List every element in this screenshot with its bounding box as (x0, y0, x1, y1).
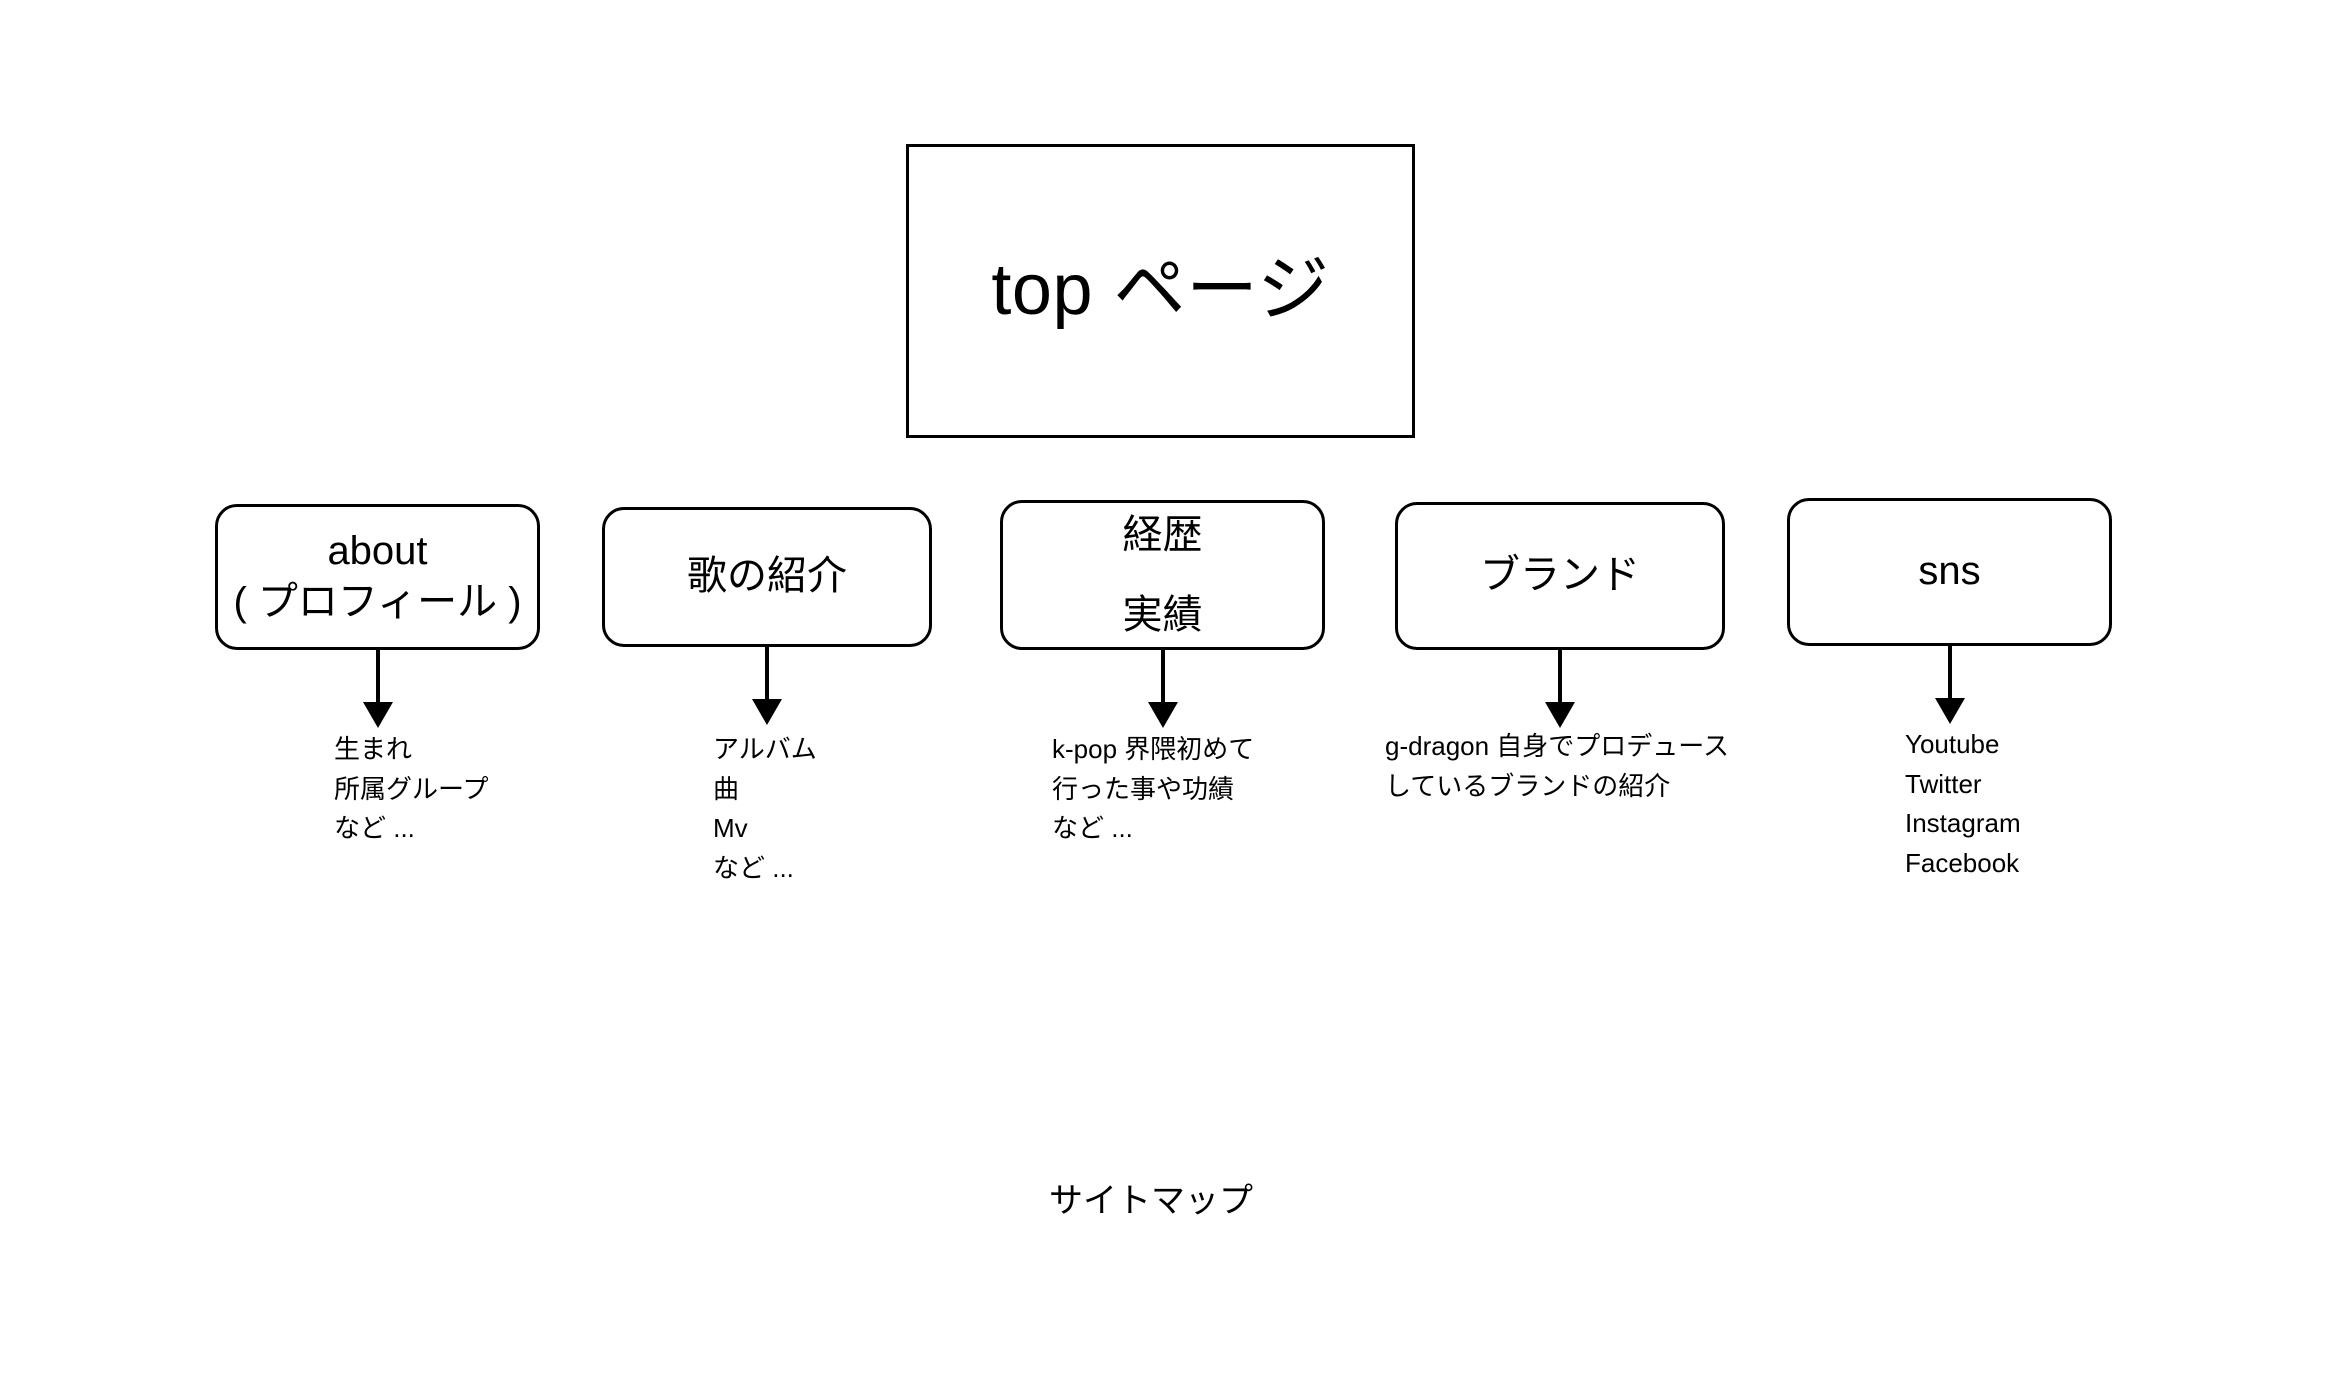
detail-item: 行った事や功績 (1052, 773, 1235, 804)
detail-item: Mv (713, 813, 748, 844)
detail-item: 曲 (713, 773, 740, 804)
arrow-brand-shaft (1558, 650, 1562, 706)
node-history-achievements: 経歴 実績 (1000, 500, 1325, 650)
detail-item: Instagram (1905, 808, 2021, 839)
arrow-brand-head (1545, 702, 1575, 728)
arrow-song-intro-head (752, 699, 782, 725)
detail-item: など ... (1052, 813, 1133, 844)
arrow-history-achievements-head (1148, 702, 1178, 728)
arrow-song-intro (752, 647, 782, 725)
node-sns-label-line1: sns (1918, 549, 1981, 594)
detail-item: しているブランドの紹介 (1385, 770, 1671, 801)
detail-item: Facebook (1905, 847, 2020, 878)
node-about: about ( プロフィール ) (215, 504, 540, 650)
detail-list-song-intro: アルバム 曲 Mv など ... (713, 730, 817, 888)
arrow-about-shaft (376, 650, 380, 706)
node-history-achievements-label-line1: 経歴 (1122, 513, 1203, 557)
node-song-intro: 歌の紹介 (602, 507, 932, 647)
detail-item: Twitter (1905, 768, 1982, 799)
node-about-label-line2: ( プロフィール ) (233, 580, 522, 624)
arrow-history-achievements (1148, 650, 1178, 728)
detail-item: 所属グループ (334, 773, 489, 804)
arrow-history-achievements-shaft (1161, 650, 1165, 706)
detail-list-brand: g-dragon 自身でプロデュース しているブランドの紹介 (1385, 727, 1729, 806)
detail-item: g-dragon 自身でプロデュース (1385, 731, 1730, 761)
node-top-page: top ページ (906, 144, 1415, 438)
node-brand-label-line1: ブランド (1480, 553, 1640, 598)
diagram-caption: サイトマップ (1049, 1182, 1253, 1220)
detail-item: アルバム (713, 734, 817, 764)
node-top-page-label: top ページ (991, 250, 1330, 331)
detail-item: k-pop 界隈初めて (1052, 734, 1255, 764)
node-sns: sns (1787, 498, 2112, 646)
detail-item: など ... (334, 813, 415, 844)
detail-item: 生まれ (334, 734, 413, 764)
arrow-sns-shaft (1948, 646, 1952, 702)
node-about-label-line1: about (327, 528, 428, 573)
arrow-brand (1545, 650, 1575, 728)
detail-item: Youtube (1905, 729, 2000, 759)
node-history-achievements-label-line2: 実績 (1122, 593, 1203, 637)
node-brand: ブランド (1395, 502, 1725, 650)
arrow-sns-head (1935, 698, 1965, 724)
arrow-song-intro-shaft (765, 647, 769, 703)
detail-list-about: 生まれ 所属グループ など ... (334, 730, 488, 849)
detail-list-sns: Youtube Twitter Instagram Facebook (1905, 725, 2021, 883)
arrow-about (363, 650, 393, 728)
node-song-intro-label-line1: 歌の紹介 (687, 554, 847, 599)
detail-list-history-achievements: k-pop 界隈初めて 行った事や功績 など ... (1052, 730, 1254, 849)
arrow-about-head (363, 702, 393, 728)
arrow-sns (1935, 646, 1965, 724)
detail-item: など ... (713, 852, 794, 883)
